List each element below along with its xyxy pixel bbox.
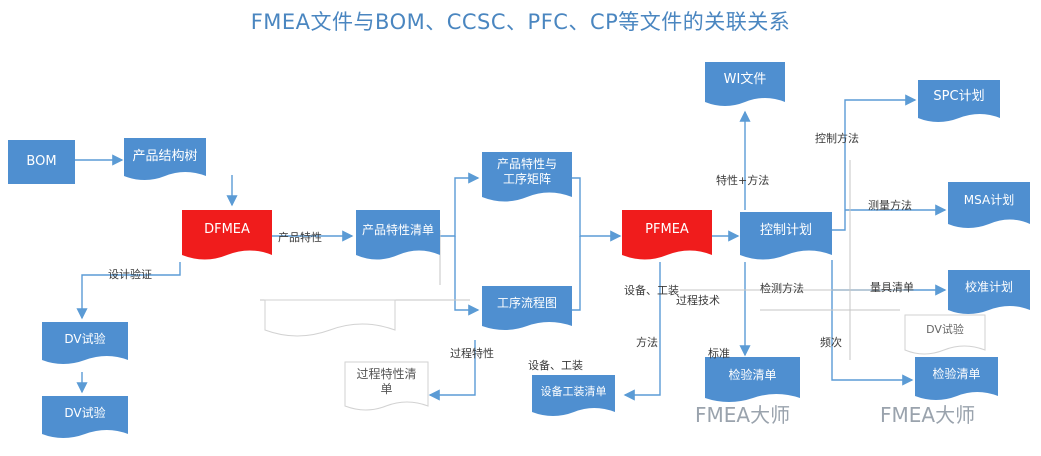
label-equip-tool2: 设备、工装 <box>528 359 583 372</box>
label-gauge: 量具清单 <box>870 281 914 294</box>
watermark-right: FMEA大师 <box>880 403 976 427</box>
label-test-method: 检测方法 <box>760 282 804 295</box>
node-dv2: DV试验 <box>64 405 106 420</box>
label-measure-method: 测量方法 <box>868 199 912 212</box>
node-wi: WI文件 <box>723 71 767 87</box>
shape-inspect-list <box>705 357 800 402</box>
shape-wi <box>705 62 785 106</box>
shape-calib <box>948 270 1030 314</box>
shape-matrix <box>482 152 572 202</box>
label-standard: 标准 <box>708 347 730 360</box>
edge-pfc-pfmea <box>572 236 581 311</box>
shape-pfc <box>482 286 572 330</box>
shape-control-plan <box>740 212 832 260</box>
watermark-left: FMEA大师 <box>695 403 791 427</box>
edge-cp-final <box>831 260 914 386</box>
node-control-plan: 控制计划 <box>759 222 812 238</box>
edge-cp-spc <box>832 94 917 231</box>
node-dfmea: DFMEA <box>204 221 250 237</box>
shape-spc <box>918 80 1000 122</box>
shape-product-tree <box>124 138 206 180</box>
edge-dfmea-dv <box>76 262 181 320</box>
ghost-doc-3 <box>904 314 986 355</box>
label-equip-tool: 设备、工装 <box>624 284 679 297</box>
shapes <box>8 62 1030 438</box>
edge-charlist-matrix <box>440 172 480 237</box>
node-spc: SPC计划 <box>933 88 985 104</box>
label-method: 方法 <box>636 336 658 349</box>
label-char-method: 特性+方法 <box>716 174 770 187</box>
node-char-list: 产品特性清单 <box>362 222 435 237</box>
node-process-list: 过程特性清单 <box>356 367 417 396</box>
node-equip-list: 设备工装清单 <box>540 385 607 399</box>
shape-char-list <box>356 210 440 260</box>
label-product-char: 产品特性 <box>278 231 322 244</box>
shape-dfmea <box>182 210 272 260</box>
ghost-doc-2 <box>344 361 429 411</box>
node-dv1: DV试验 <box>64 331 106 346</box>
node-dv-small: DV试验 <box>926 323 964 337</box>
ghost-doc-1 <box>264 299 396 337</box>
node-msa: MSA计划 <box>963 192 1015 207</box>
label-control-method: 控制方法 <box>815 132 859 145</box>
edge-pfmea-equip <box>623 262 661 401</box>
shape-equip-list <box>532 375 615 416</box>
label-frequency: 频次 <box>820 336 842 349</box>
edge-pfc-process <box>428 340 476 401</box>
edge-charlist-pfc <box>454 236 480 316</box>
node-final-list: 检验清单 <box>932 366 981 381</box>
shape-dv1 <box>42 322 128 364</box>
shape-pfmea <box>622 210 712 260</box>
shape-bom <box>8 140 75 184</box>
label-design-verify: 设计验证 <box>108 268 152 281</box>
node-product-tree: 产品结构树 <box>132 148 198 164</box>
diagram-title: FMEA文件与BOM、CCSC、PFC、CP等文件的关联关系 <box>250 10 791 34</box>
node-inspect-list: 检验清单 <box>728 367 777 382</box>
shape-dv2 <box>42 396 128 438</box>
node-bom: BOM <box>26 153 57 169</box>
node-pfmea: PFMEA <box>645 221 689 237</box>
edge-matrix-pfmea <box>572 177 622 242</box>
label-process-char: 过程特性 <box>450 347 494 360</box>
shape-msa <box>948 182 1030 228</box>
shape-final-list <box>915 357 998 400</box>
node-calib: 校准计划 <box>964 279 1013 294</box>
node-pfc: 工序流程图 <box>496 295 557 310</box>
node-matrix: 产品特性与工序矩阵 <box>496 157 557 186</box>
label-process-tech: 过程技术 <box>676 294 720 307</box>
